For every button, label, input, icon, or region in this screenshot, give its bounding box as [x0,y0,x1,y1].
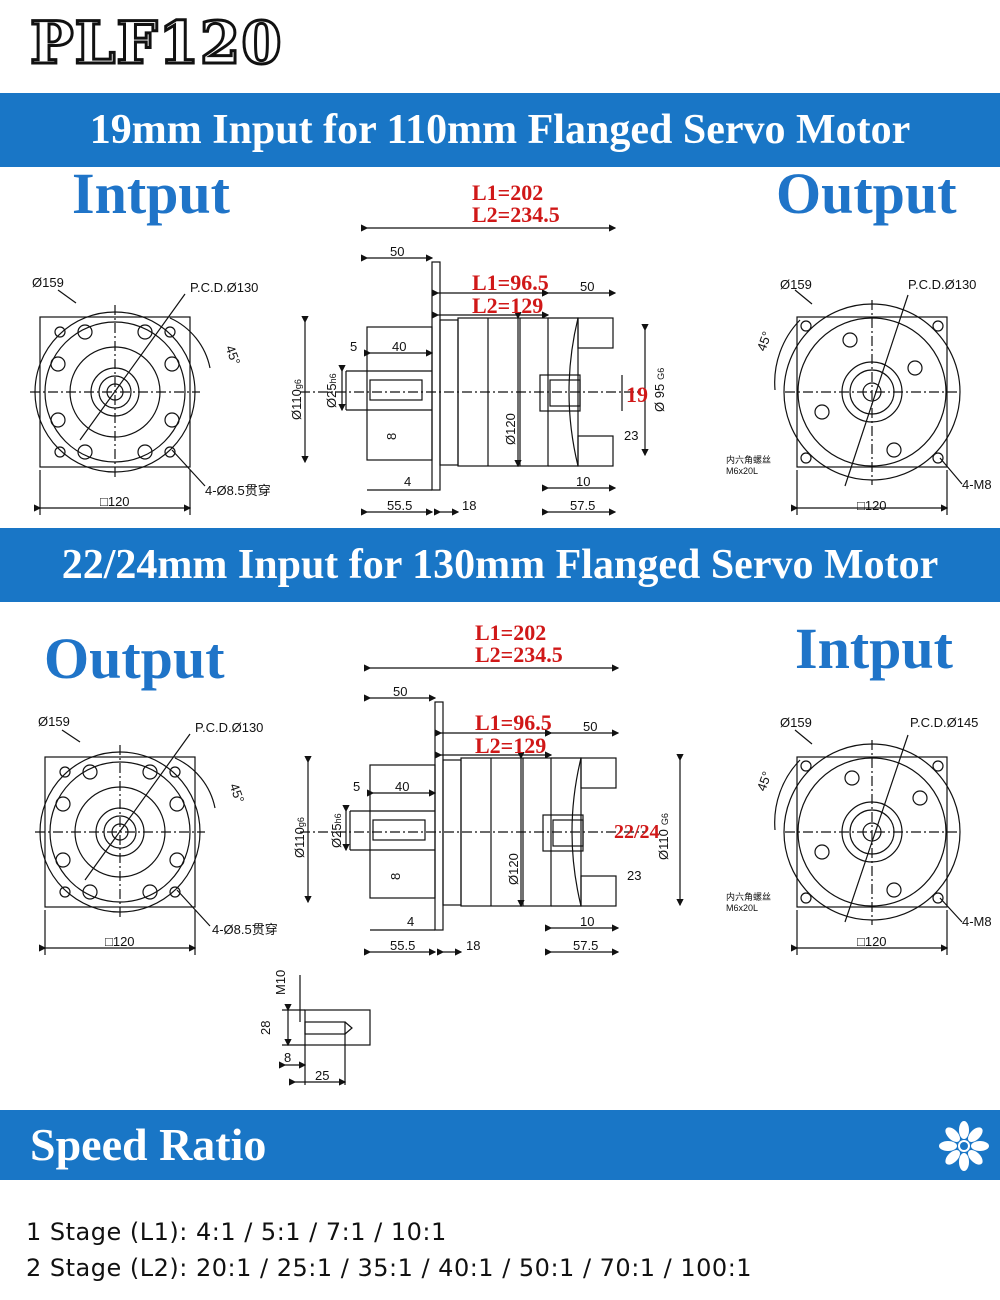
s2-in-45deg: 45° [754,769,775,793]
s2-in-sq120: □120 [857,934,887,949]
s2-hex-note1: 内六角螺丝 [726,891,771,902]
section1-input-heading: Intput [72,161,230,226]
s1-d8: 8 [384,433,399,440]
section2-side-view [300,664,684,956]
s2-in-pcd: P.C.D.Ø145 [910,715,978,730]
s1-in-phi159: Ø159 [32,275,64,290]
s1-L2b: L2=129 [472,293,543,318]
section1-bolt-holes [50,324,180,460]
s1-d4: 4 [404,474,411,489]
s2-d110: Ø110g6 [292,817,307,858]
section2-input-face-view [774,729,963,955]
s1-L1b: L1=96.5 [472,270,549,295]
section1-title-band: 19mm Input for 110mm Flanged Servo Motor [0,93,1000,167]
s1-out-pcd: P.C.D.Ø130 [908,277,976,292]
s1-L1: L1=202 [472,180,543,205]
s1-input-dim: 19 [626,382,648,407]
section1-input-face-view [30,289,211,515]
product-model-title: PLF120 [29,8,284,79]
s1-hex-note1: 内六角螺丝 [726,454,771,465]
s2-d110-output: Ø110G6 [656,813,671,860]
stage2-ratios: 2 Stage (L2): 20:1 / 25:1 / 35:1 / 40:1 … [26,1254,753,1282]
s2-in-phi159: Ø159 [780,715,812,730]
s2-L2b: L2=129 [475,733,546,758]
s2-d50b: 50 [583,719,597,734]
s1-d95: Ø 95G6 [652,368,667,412]
section2-title-band: 22/24mm Input for 130mm Flanged Servo Mo… [0,528,1000,602]
s1-out-sq120: □120 [857,498,887,513]
detail-d28: 28 [258,1021,273,1035]
s1-L2: L2=234.5 [472,202,560,227]
s2-d50a: 50 [393,684,407,699]
s1-out-phi159: Ø159 [780,277,812,292]
detail-m10: M10 [273,970,288,995]
s1-hex-note2: M6x20L [726,466,758,476]
section1-output-face-view [774,289,963,515]
s2-d4: 4 [407,914,414,929]
s2-in-bolts: 4-M8 [962,914,992,929]
s2-hex-note2: M6x20L [726,903,758,913]
s1-d23: 23 [624,428,638,443]
s1-d10: 10 [576,474,590,489]
s1-d25: Ø25h6 [324,373,339,408]
stage1-ratios: 1 Stage (L1): 4:1 / 5:1 / 7:1 / 10:1 [26,1218,447,1246]
s1-in-45deg: 45° [223,343,244,367]
s2-input-dim: 22/24 [614,821,660,843]
s2-L1: L1=202 [475,620,546,645]
s1-d40: 40 [392,339,406,354]
s2-d23: 23 [627,868,641,883]
section1-output-heading: Output [776,161,957,226]
s1-d50a: 50 [390,244,404,259]
s2-d10: 10 [580,914,594,929]
section1-side-view [300,224,649,516]
s2-out-phi159: Ø159 [38,714,70,729]
s1-d55-5: 55.5 [387,498,412,513]
detail-d25: 25 [315,1068,329,1083]
s1-out-bolts: 4-M8 [962,477,992,492]
speed-ratio-band: Speed Ratio [0,1110,1000,1180]
s1-in-bolts: 4-Ø8.5贯穿 [205,483,271,498]
s2-d57-5: 57.5 [573,938,598,953]
s1-out-45deg: 45° [754,329,775,353]
s2-out-sq120: □120 [105,934,135,949]
section2-input-heading: Intput [795,616,953,681]
s2-d120: Ø120 [506,853,521,885]
s2-d18: 18 [466,938,480,953]
section2-drawings: Ø159 P.C.D.Ø130 45° 4-Ø8.5贯穿 □120 50 50 … [35,620,992,1086]
s2-L2: L2=234.5 [475,642,563,667]
s1-d110: Ø110g6 [289,379,304,420]
section2-output-heading: Output [44,626,225,691]
s1-in-pcd: P.C.D.Ø130 [190,280,258,295]
s2-d5: 5 [353,779,360,794]
section1-drawings: Ø159 P.C.D.Ø130 45° 4-Ø8.5贯穿 □120 50 50 … [30,180,992,516]
s2-d25: Ø25h6 [329,813,344,848]
s1-d57-5: 57.5 [570,498,595,513]
s2-out-pcd: P.C.D.Ø130 [195,720,263,735]
s1-d50b: 50 [580,279,594,294]
s2-d8: 8 [388,873,403,880]
detail-d8: 8 [284,1050,291,1065]
s2-L1b: L1=96.5 [475,710,552,735]
s2-d40: 40 [395,779,409,794]
s1-in-sq120: □120 [100,494,130,509]
flower-icon [939,1121,989,1171]
section2-output-face-view [35,729,216,955]
s1-d18: 18 [462,498,476,513]
s2-out-45deg: 45° [227,781,248,805]
s2-out-bolts: 4-Ø8.5贯穿 [212,922,278,937]
s2-d55-5: 55.5 [390,938,415,953]
s1-d120: Ø120 [503,413,518,445]
detail-tapped-hole-view [279,975,371,1086]
speed-ratio-title: Speed Ratio [30,1119,267,1170]
s1-d5: 5 [350,339,357,354]
